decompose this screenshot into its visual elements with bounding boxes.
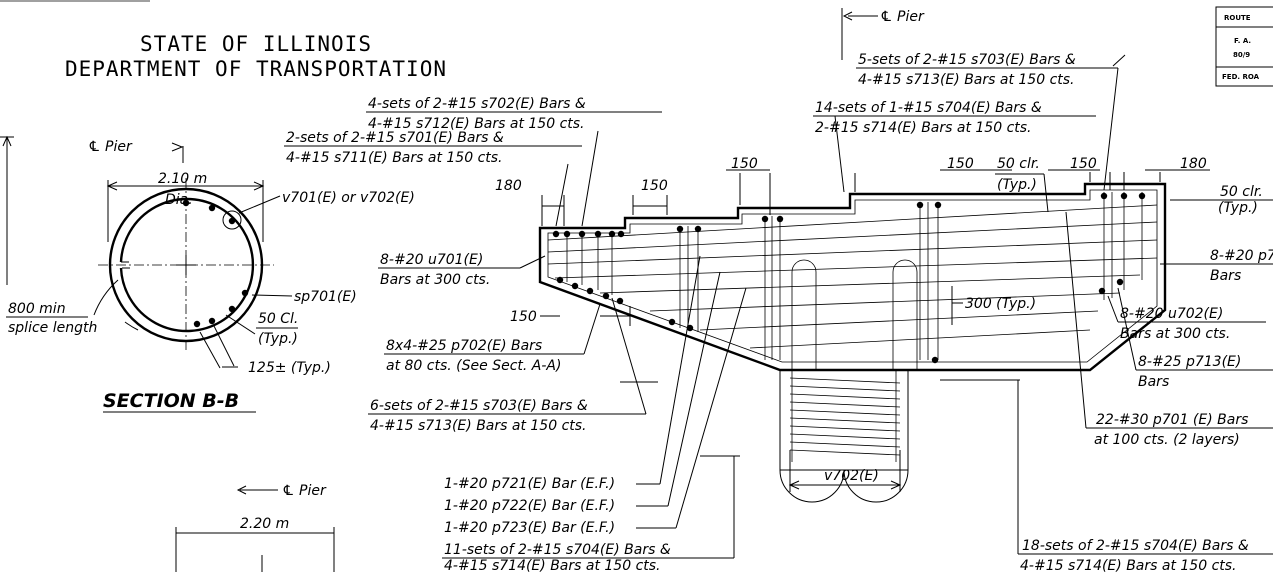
dim-clr-mid1: 50 clr. [997,156,1040,172]
note-s704-bottom: 11-sets of 2-#15 s704(E) Bars & 4-#15 s7… [442,455,740,572]
svg-text:4-#15 s713(E) Bars at 150 cts.: 4-#15 s713(E) Bars at 150 cts. [858,72,1075,88]
main-pier-top: ℄ Pier [880,9,925,25]
header-line2: DEPARTMENT OF TRANSPORTATION [65,57,447,81]
svg-text:8-#25 p713(E): 8-#25 p713(E) [1138,354,1241,370]
lower-dim: 2.20 m [240,516,289,532]
svg-text:Bars: Bars [1210,268,1241,284]
column-stub [779,370,909,471]
lower-pier: ℄ Pier [282,483,327,499]
note-v702: v702(E) [824,468,879,484]
svg-text:18-sets of 2-#15 s704(E) Bars: 18-sets of 2-#15 s704(E) Bars & [1022,538,1249,554]
svg-text:2-#15 s714(E) Bars at 150 cts.: 2-#15 s714(E) Bars at 150 cts. [815,120,1032,136]
svg-text:8-#20 u701(E): 8-#20 u701(E) [380,252,483,268]
spiral-bar [119,197,255,333]
svg-text:4-#15 s714(E) Bars at 150 cts.: 4-#15 s714(E) Bars at 150 cts. [444,558,661,572]
pier-cap-elevation: ℄ Pier [284,8,1273,572]
section-bb-v-label: v701(E) or v702(E) [282,190,415,206]
svg-text:22-#30 p701 (E) Bars: 22-#30 p701 (E) Bars [1096,412,1248,428]
note-p721: 1-#20 p721(E) Bar (E.F.) [444,255,701,492]
note-p711: 8-#20 p711 Bars [1160,248,1273,284]
svg-text:11-sets of 2-#15 s704(E) Bars: 11-sets of 2-#15 s704(E) Bars & [444,542,671,558]
section-bb-spacing: 125± (Typ.) [248,360,331,376]
title-block-fa: F. A. [1234,37,1251,45]
svg-text:at 80 cts. (See Sect. A-A): at 80 cts. (See Sect. A-A) [386,358,561,374]
note-u701: 8-#20 u701(E) Bars at 300 cts. [378,252,546,288]
svg-text:4-#15 s714(E) Bars at 150 cts.: 4-#15 s714(E) Bars at 150 cts. [1020,558,1237,572]
dim-150left: 150 [510,309,537,325]
section-bb: ℄ Pier 2.10 m Dia. v701(E) or v702(E) [0,135,415,413]
dim-150a: 150 [641,178,668,194]
svg-text:4-sets of 2-#15 s702(E) Bars &: 4-sets of 2-#15 s702(E) Bars & [368,96,586,112]
section-bb-splice2: splice length [8,320,97,336]
svg-text:at 100 cts. (2 layers): at 100 cts. (2 layers) [1094,432,1240,448]
svg-text:1-#20 p722(E) Bar (E.F.): 1-#20 p722(E) Bar (E.F.) [444,498,615,514]
note-s701: 2-sets of 2-#15 s701(E) Bars & 4-#15 s71… [284,130,582,227]
svg-text:8x4-#25 p702(E) Bars: 8x4-#25 p702(E) Bars [386,338,542,354]
header-line1: STATE OF ILLINOIS [140,32,372,56]
svg-text:Bars at 300 cts.: Bars at 300 cts. [380,272,490,288]
svg-text:1-#20 p721(E) Bar (E.F.): 1-#20 p721(E) Bar (E.F.) [444,476,615,492]
svg-text:Bars at 300 cts.: Bars at 300 cts. [1120,326,1230,342]
svg-text:4-#15 s711(E) Bars at 150 cts.: 4-#15 s711(E) Bars at 150 cts. [286,150,503,166]
svg-text:5-sets of 2-#15 s703(E) Bars &: 5-sets of 2-#15 s703(E) Bars & [858,52,1076,68]
title-block-fa-num: 80/9 [1233,51,1250,59]
dim-clr-right1: 50 clr. [1220,184,1263,200]
title-block-route: ROUTE [1224,14,1251,22]
note-p723: 1-#20 p723(E) Bar (E.F.) [444,287,747,536]
note-p713: 8-#25 p713(E) Bars [1117,287,1273,390]
u-bar-right [892,259,918,370]
svg-text:Bars: Bars [1138,374,1169,390]
svg-text:14-sets of 1-#15 s704(E) Bars: 14-sets of 1-#15 s704(E) Bars & [815,100,1042,116]
title-block-fed-road: FED. ROA [1222,73,1260,81]
dim-180b: 180 [1180,156,1207,172]
section-bb-cl-typ: (Typ.) [258,331,298,347]
cap-outline [538,182,1167,372]
note-p702: 8x4-#25 p702(E) Bars at 80 cts. (See Sec… [384,303,601,374]
svg-text:6-sets of 2-#15 s703(E) Bars &: 6-sets of 2-#15 s703(E) Bars & [370,398,588,414]
svg-text:2-sets of 2-#15 s701(E) Bars &: 2-sets of 2-#15 s701(E) Bars & [286,130,504,146]
dim-300: 300 (Typ.) [965,296,1036,312]
section-bb-cl-label: 50 Cl. [258,311,298,327]
dim-150b: 150 [731,156,758,172]
svg-text:4-#15 s712(E) Bars at 150 cts.: 4-#15 s712(E) Bars at 150 cts. [368,116,585,132]
note-s704-top: 14-sets of 1-#15 s704(E) Bars & 2-#15 s7… [813,100,1096,193]
note-p722: 1-#20 p722(E) Bar (E.F.) [444,271,721,514]
section-bb-sp-label: sp701(E) [294,289,357,305]
stirrup-outline [547,189,1158,363]
svg-text:8-#20 u702(E): 8-#20 u702(E) [1120,306,1223,322]
section-bb-dim: 2.10 m [158,171,207,187]
u-bar-left [791,259,817,370]
note-s703-top: 5-sets of 2-#15 s703(E) Bars & 4-#15 s71… [856,52,1126,191]
section-bb-title: SECTION B-B [103,390,239,412]
lower-section: ℄ Pier 2.20 m [175,483,335,572]
svg-text:1-#20 p723(E) Bar (E.F.): 1-#20 p723(E) Bar (E.F.) [444,520,615,536]
title-block: ROUTE F. A. 80/9 FED. ROA [1215,6,1273,87]
section-bb-splice1: 800 min [8,301,66,317]
note-p701: 22-#30 p701 (E) Bars at 100 cts. (2 laye… [1065,211,1273,448]
section-bb-pier: ℄ Pier [88,139,133,155]
dim-clr-right2: (Typ.) [1218,200,1258,216]
svg-text:8-#20 p711: 8-#20 p711 [1210,248,1273,264]
dim-150d: 150 [1070,156,1097,172]
dim-clr-mid2: (Typ.) [997,177,1037,193]
note-s703-bottom: 6-sets of 2-#15 s703(E) Bars & 4-#15 s71… [368,297,658,434]
note-u702: 8-#20 u702(E) Bars at 300 cts. [1107,295,1266,342]
note-s704-right: 18-sets of 2-#15 s704(E) Bars & 4-#15 s7… [940,379,1273,572]
dim-180a: 180 [495,178,522,194]
svg-text:4-#15 s713(E) Bars at 150 cts.: 4-#15 s713(E) Bars at 150 cts. [370,418,587,434]
note-s702: 4-sets of 2-#15 s702(E) Bars & 4-#15 s71… [366,96,662,227]
dim-150c: 150 [947,156,974,172]
